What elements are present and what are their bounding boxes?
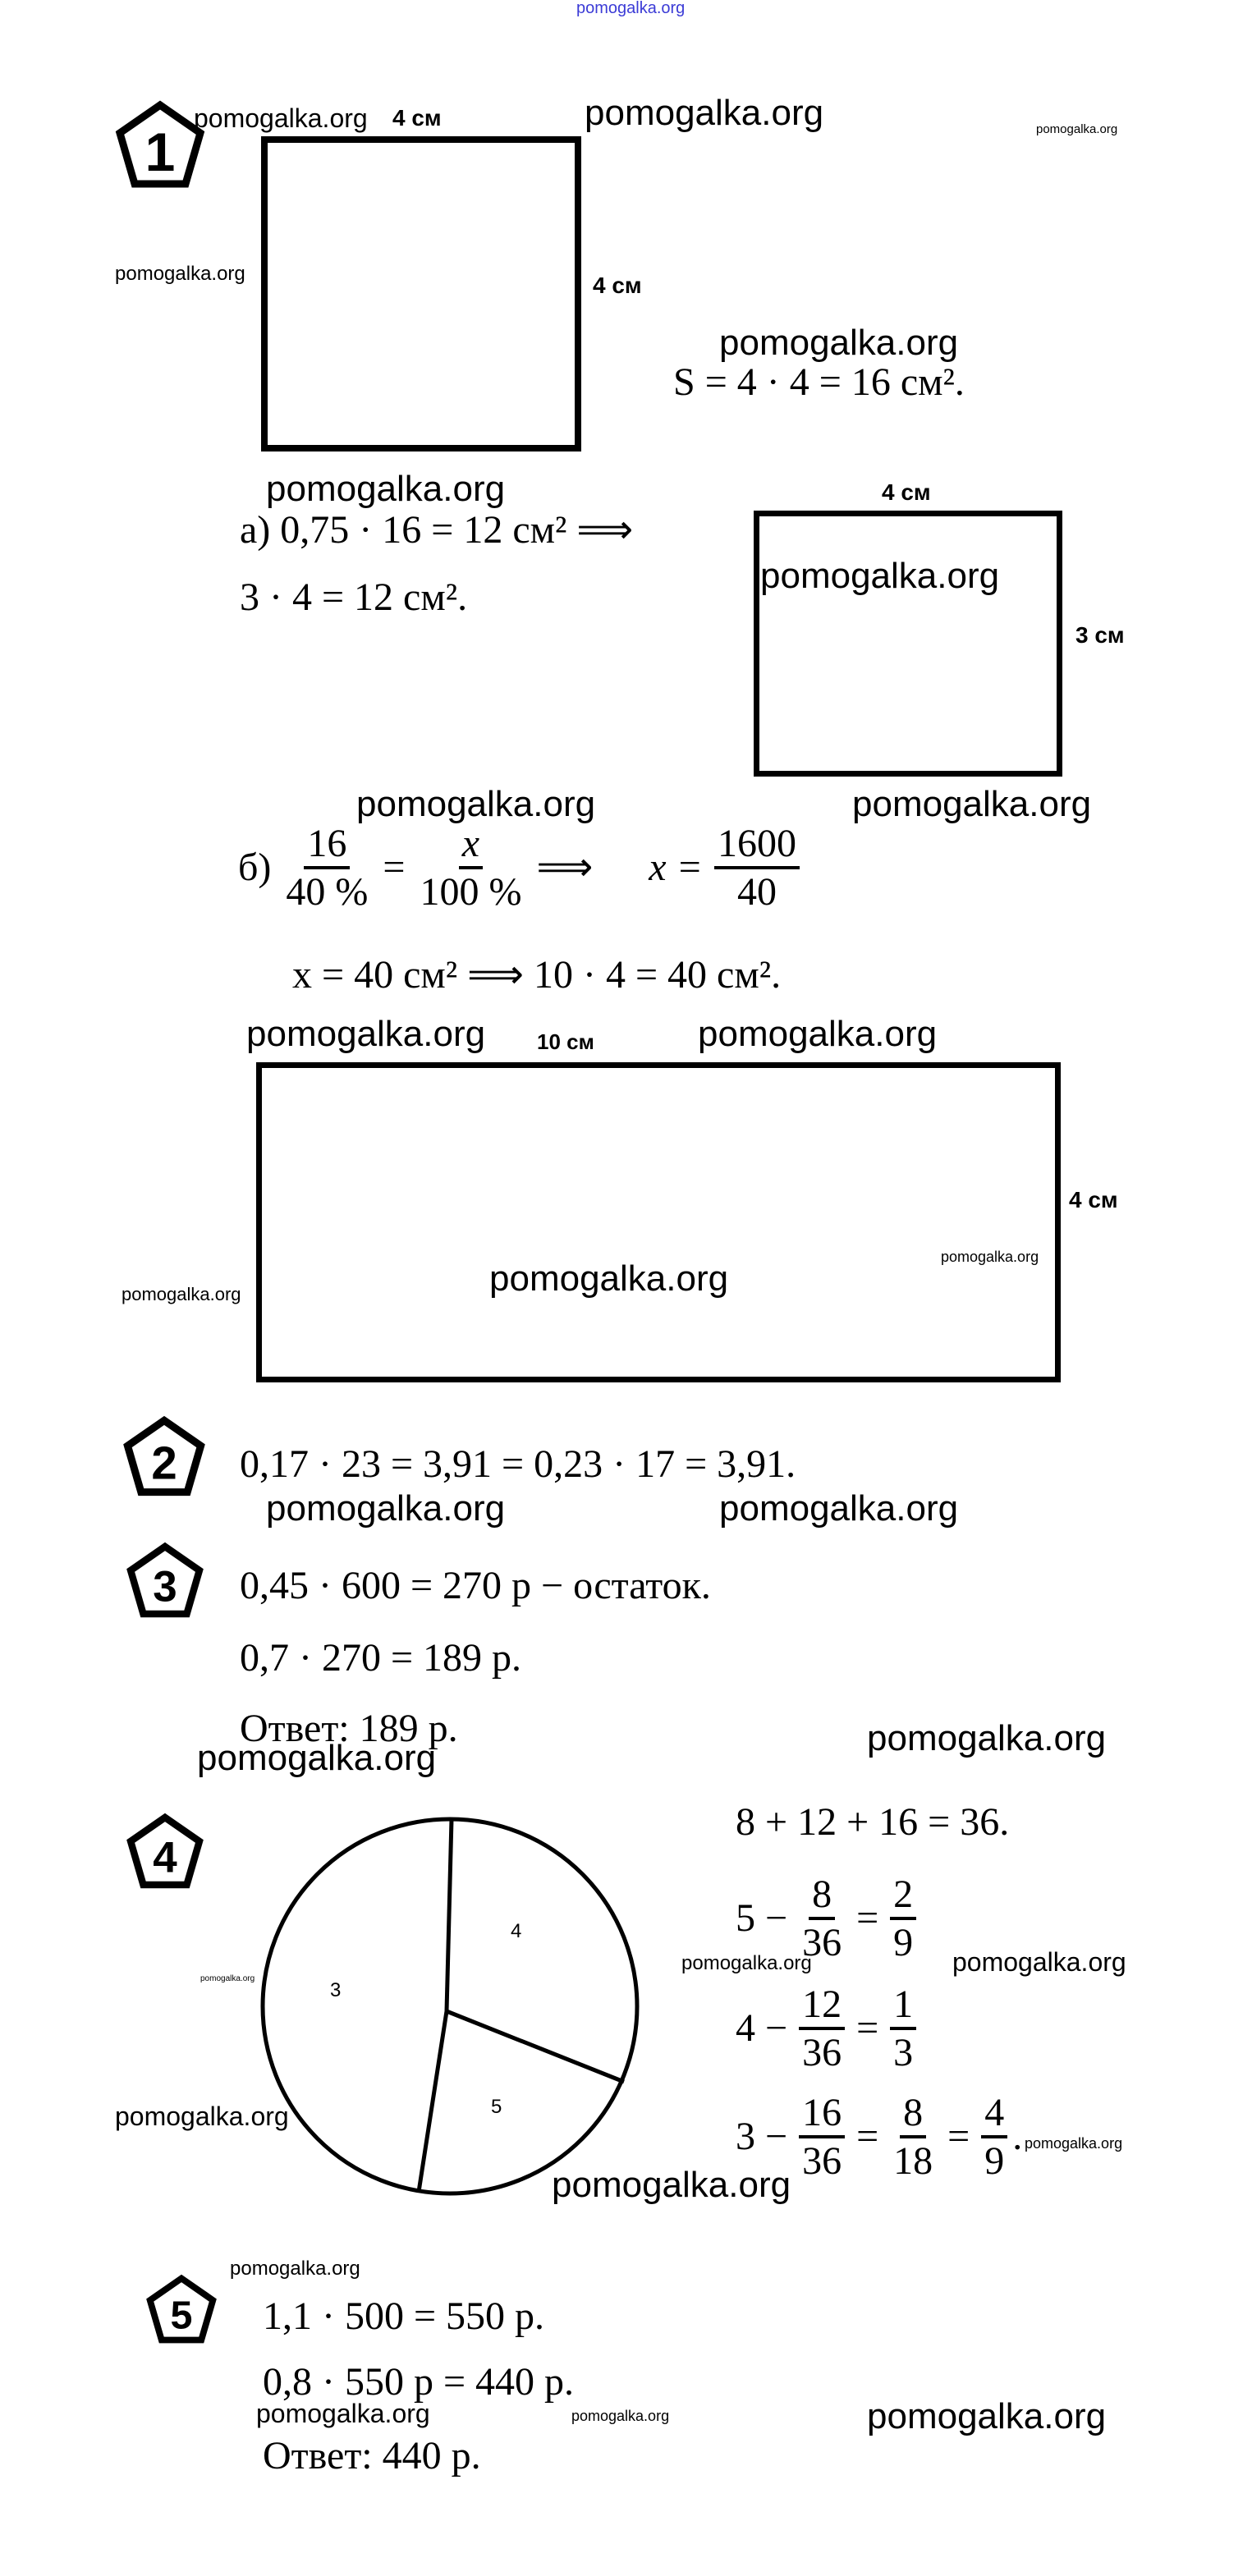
watermark: pomogalka.org <box>585 93 824 133</box>
watermark: pomogalka.org <box>681 1952 812 1974</box>
svg-text:2: 2 <box>151 1437 177 1488</box>
watermark: pomogalka.org <box>266 469 506 509</box>
side-label: 10 см <box>537 1029 594 1054</box>
task3-line2: 0,7 · 270 = 189 р. <box>240 1636 522 1680</box>
task3-line1: 0,45 · 600 = 270 р − остаток. <box>240 1564 711 1607</box>
svg-text:5: 5 <box>171 2293 193 2337</box>
watermark: pomogalka.org <box>760 556 1000 596</box>
side-label: 4 см <box>1069 1187 1118 1212</box>
watermark: pomogalka.org <box>1036 122 1118 136</box>
watermark: pomogalka.org <box>266 1488 506 1529</box>
header-watermark: pomogalka.org <box>576 0 686 17</box>
watermark: pomogalka.org <box>852 784 1092 824</box>
watermark: pomogalka.org <box>115 2102 289 2131</box>
watermark: pomogalka.org <box>200 1974 255 1983</box>
task-number-badge-4: 4 <box>126 1813 204 1889</box>
rectangle-4x3 <box>754 511 1062 777</box>
watermark: pomogalka.org <box>122 1284 241 1304</box>
part-a-line1: а) 0,75 · 16 = 12 см² ⟹ <box>240 508 634 552</box>
area-formula: S = 4 · 4 = 16 см². <box>673 360 965 404</box>
watermark: pomogalka.org <box>356 784 596 824</box>
pie-divider <box>416 2010 449 2193</box>
task-number-badge-3: 3 <box>126 1542 204 1618</box>
pie-label: 5 <box>491 2096 502 2118</box>
watermark: pomogalka.org <box>867 2396 1107 2436</box>
task5-line2: 0,8 · 550 р = 440 р. <box>263 2360 575 2404</box>
watermark: pomogalka.org <box>115 263 245 285</box>
task-number-badge-1: 1 <box>115 100 205 188</box>
watermark: pomogalka.org <box>194 103 368 133</box>
watermark: pomogalka.org <box>552 2165 791 2205</box>
rectangle-10x4 <box>256 1062 1061 1382</box>
svg-text:4: 4 <box>153 1834 177 1882</box>
task4-sum: 8 + 12 + 16 = 36. <box>736 1800 1010 1844</box>
task-number-badge-5: 5 <box>146 2274 217 2344</box>
watermark: pomogalka.org <box>571 2408 670 2424</box>
watermark: pomogalka.org <box>197 1738 437 1778</box>
pie-divider <box>444 1818 454 2012</box>
part-a-line2: 3 · 4 = 12 см². <box>240 575 468 619</box>
square-4x4 <box>261 136 581 451</box>
watermark: pomogalka.org <box>941 1249 1039 1265</box>
watermark: pomogalka.org <box>698 1014 938 1054</box>
watermark: pomogalka.org <box>719 1488 959 1529</box>
pie-divider <box>446 2009 625 2084</box>
pie-diagram: 4 5 3 <box>260 1817 640 2196</box>
pie-label: 3 <box>330 1979 341 2001</box>
watermark: pomogalka.org <box>246 1014 486 1054</box>
watermark: pomogalka.org <box>230 2257 360 2280</box>
watermark: pomogalka.org <box>256 2399 430 2428</box>
part-b-line2: x = 40 см² ⟹ 10 · 4 = 40 см². <box>292 953 782 997</box>
side-label: 4 см <box>882 479 931 505</box>
side-label: 4 см <box>593 273 642 298</box>
task2-equation: 0,17 · 23 = 3,91 = 0,23 · 17 = 3,91. <box>240 1442 796 1486</box>
task5-answer: Ответ: 440 р. <box>263 2434 481 2477</box>
watermark: pomogalka.org <box>867 1718 1107 1758</box>
task-number-badge-2: 2 <box>123 1415 205 1497</box>
side-label: 3 см <box>1075 622 1125 648</box>
task3-answer: Ответ: 189 р. <box>240 1707 458 1750</box>
watermark: pomogalka.org <box>1025 2135 1123 2152</box>
pie-label: 4 <box>511 1920 521 1942</box>
svg-text:3: 3 <box>153 1563 177 1611</box>
watermark: pomogalka.org <box>489 1258 729 1299</box>
svg-text:1: 1 <box>145 121 176 182</box>
watermark: pomogalka.org <box>719 323 959 363</box>
watermark: pomogalka.org <box>952 1947 1126 1977</box>
side-label: 4 см <box>392 105 442 131</box>
part-b-label: б) <box>238 846 272 890</box>
task5-line1: 1,1 · 500 = 550 р. <box>263 2294 545 2338</box>
